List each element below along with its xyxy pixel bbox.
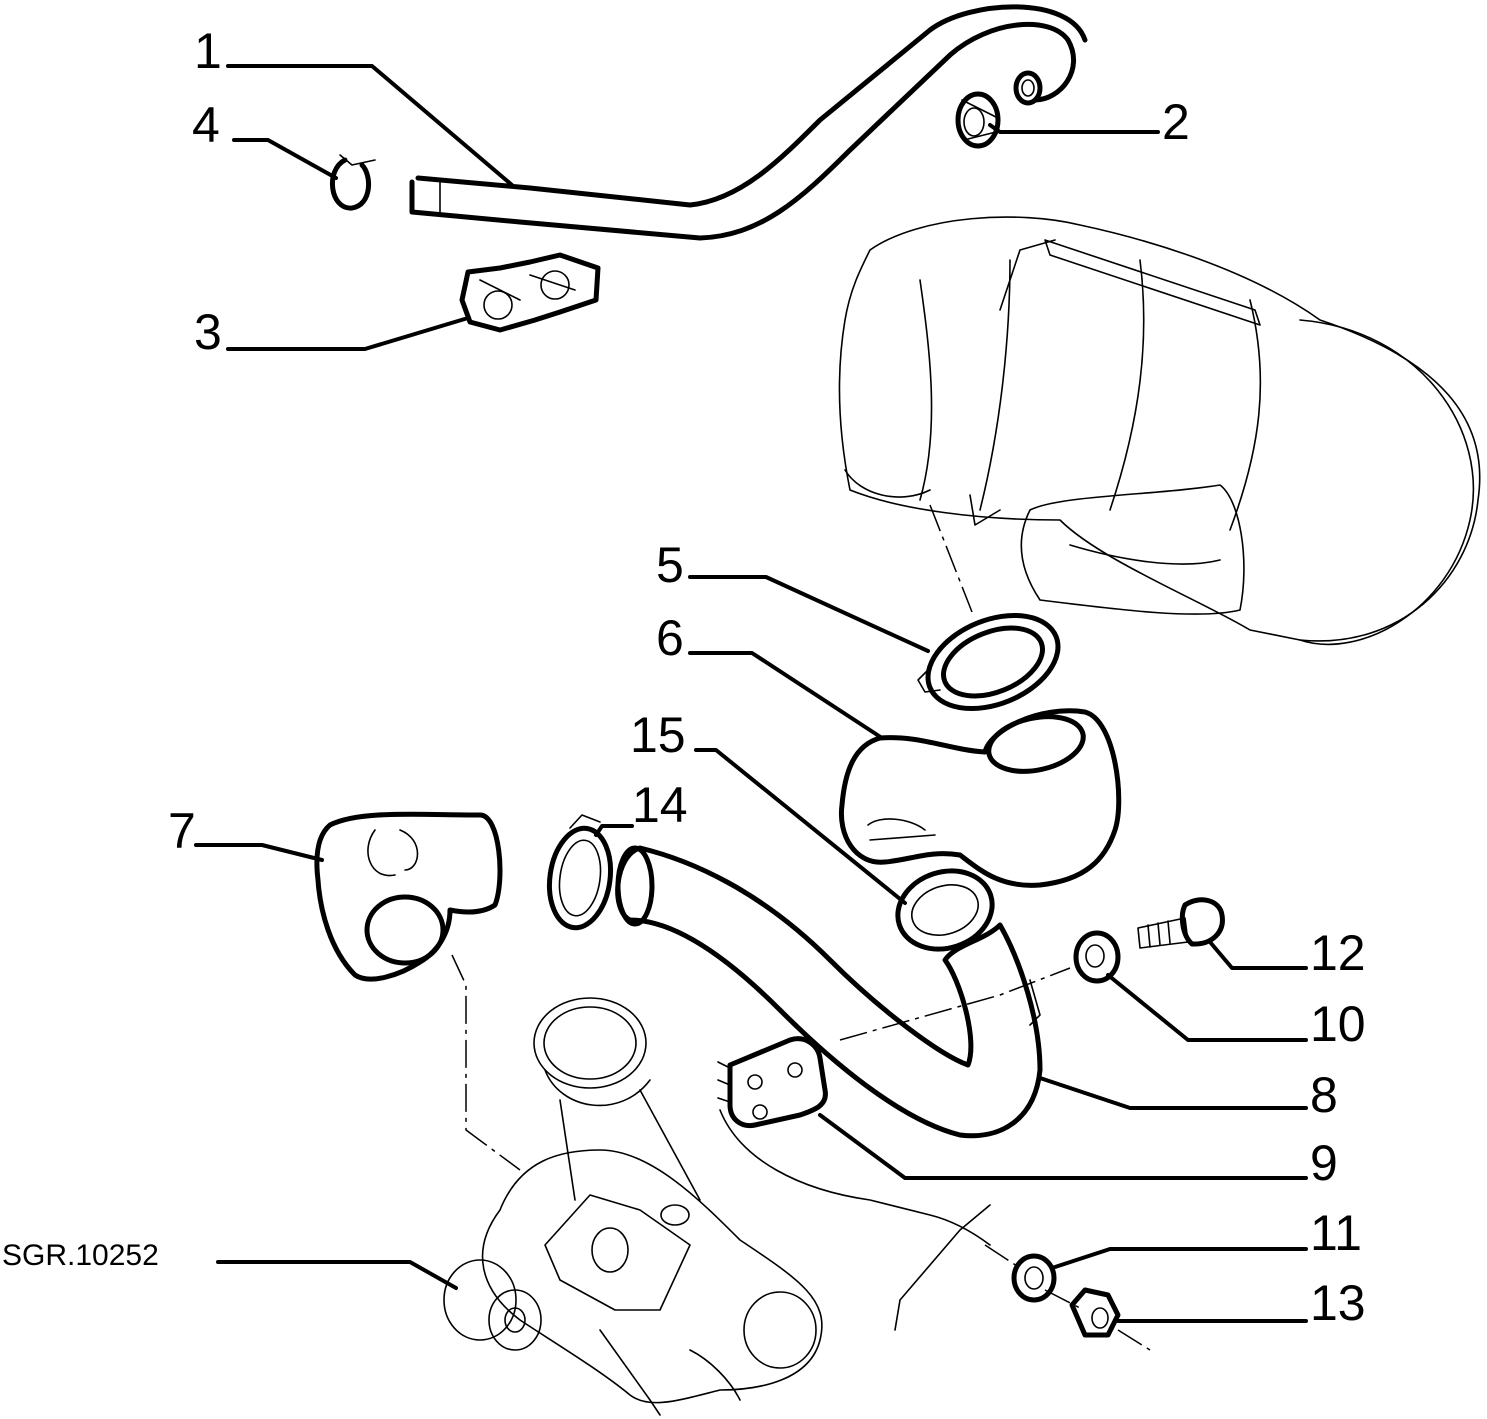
part-3-bracket xyxy=(459,252,601,333)
label-4: 4 xyxy=(192,97,220,153)
drawing-code-label: SGR.10252 xyxy=(2,1239,159,1272)
leader-1 xyxy=(226,64,514,187)
part-9-gasket-plate xyxy=(717,1036,828,1129)
part-10-washer xyxy=(1073,930,1121,984)
leader-7 xyxy=(194,843,324,862)
label-12: 12 xyxy=(1310,925,1366,981)
leader-14 xyxy=(594,824,634,837)
label-7: 7 xyxy=(168,803,196,859)
turbocharger xyxy=(443,997,823,1416)
part-8-intake-pipe xyxy=(615,845,1043,1139)
leader-9 xyxy=(818,1113,1308,1180)
leader-12 xyxy=(1208,940,1308,970)
leader-code xyxy=(216,1260,458,1290)
background-outline xyxy=(719,1109,991,1246)
leader-2 xyxy=(988,123,1160,134)
part-6-intake-elbow xyxy=(838,708,1122,888)
part-2-hose-clamp xyxy=(955,91,1001,149)
label-14: 14 xyxy=(632,777,688,833)
part-5-large-clamp xyxy=(917,612,1061,712)
label-8: 8 xyxy=(1310,1067,1338,1123)
background-outline-2 xyxy=(894,1204,991,1331)
label-11: 11 xyxy=(1310,1205,1362,1261)
part-4-clip xyxy=(329,154,376,211)
part-15-clamp xyxy=(895,868,995,952)
label-2: 2 xyxy=(1162,94,1190,150)
part-number-labels: 1 2 3 4 5 6 7 8 9 10 11 12 13 14 15 SGR.… xyxy=(2,23,1366,1331)
part-13-nut xyxy=(1069,1287,1121,1338)
air-filter-housing xyxy=(838,216,1481,646)
label-9: 9 xyxy=(1310,1135,1338,1191)
part-7-elbow-hose xyxy=(314,811,503,982)
label-3: 3 xyxy=(194,304,222,360)
part-14-clamp xyxy=(546,814,614,931)
part-11-washer xyxy=(1011,1253,1057,1303)
label-10: 10 xyxy=(1310,996,1366,1052)
leader-lines xyxy=(194,64,1308,1323)
leader-10 xyxy=(1106,973,1308,1042)
assembly-centerlines xyxy=(451,504,1151,1351)
leader-5 xyxy=(688,575,930,653)
label-6: 6 xyxy=(656,610,684,666)
leader-8 xyxy=(1038,1076,1308,1110)
label-5: 5 xyxy=(656,537,684,593)
part-12-bolt xyxy=(1137,897,1225,949)
leader-4 xyxy=(232,138,338,180)
label-15: 15 xyxy=(630,707,686,763)
label-1: 1 xyxy=(194,23,222,79)
leader-3 xyxy=(226,316,470,351)
label-13: 13 xyxy=(1310,1275,1366,1331)
leader-6 xyxy=(688,651,884,740)
leader-15 xyxy=(694,748,907,905)
part-1-breather-pipe xyxy=(409,4,1088,241)
leader-11 xyxy=(1050,1247,1308,1270)
